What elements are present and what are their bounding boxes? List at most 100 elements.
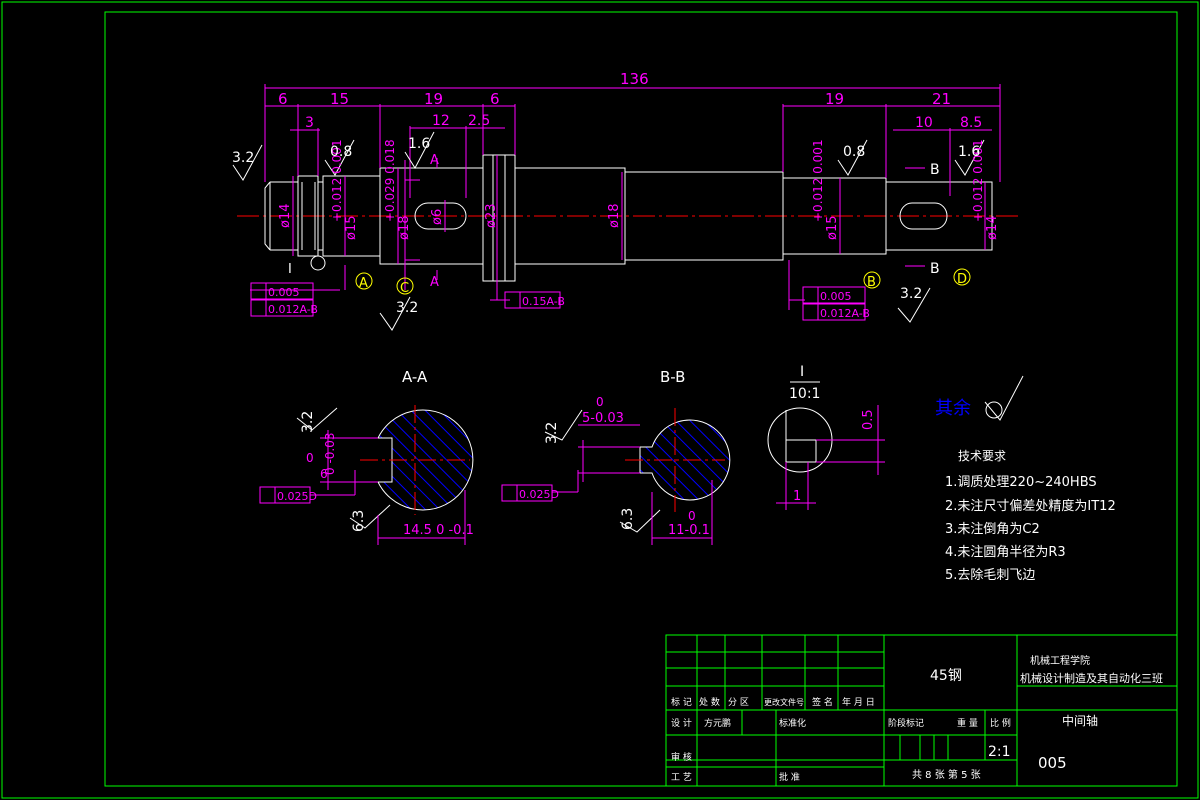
dia-18b: ø18	[607, 204, 622, 229]
tol-bb-sym: 0.025D	[519, 488, 559, 501]
text-layer: 136 6 15 19 6 19 21 3 12 2.5 10 8.5 ø14 …	[232, 70, 1163, 783]
tb-header-4: 更改文件号	[764, 697, 804, 707]
section-aa	[310, 405, 474, 545]
dim-6b: 6	[490, 90, 500, 108]
tol-mid-runout: 0.15A-B	[522, 295, 565, 308]
section-aa-zero: 0	[306, 451, 314, 465]
tech-item-5: 5.去除毛刺飞边	[945, 568, 1035, 583]
tb-class: 机械设计制造及其自动化三班	[1020, 671, 1163, 685]
datum-markers	[310, 255, 971, 295]
tb-approve-label: 批 准	[779, 771, 800, 783]
rough-63a: 6.3	[351, 510, 367, 532]
dim-10: 10	[915, 115, 933, 131]
rough-32a: 3.2	[232, 150, 254, 166]
dim-21: 21	[932, 90, 951, 108]
datum-b: B	[867, 275, 876, 290]
tb-part-name: 中间轴	[1062, 713, 1098, 728]
section-mark-a-bottom: A	[430, 275, 439, 290]
detail-05: 0.5	[861, 409, 876, 430]
dia-14: ø14	[278, 204, 293, 229]
detail-1: 1	[793, 489, 801, 504]
rough-32c: 3.2	[900, 286, 922, 302]
tol-right-round: 0.005	[820, 290, 852, 303]
rough-08b: 0.8	[843, 144, 865, 160]
tb-header-3: 分 区	[728, 697, 749, 708]
tb-school: 机械工程学院	[1030, 654, 1090, 667]
tb-scale: 2:1	[988, 744, 1011, 760]
dia-6: ø6	[430, 209, 445, 225]
tb-header-2: 处 数	[699, 696, 720, 708]
dim-19a: 19	[424, 90, 443, 108]
section-mark-b-bottom: B	[930, 261, 940, 277]
rough-16b: 1.6	[958, 144, 980, 160]
tb-review-label: 审 核	[671, 751, 692, 763]
tb-header-6: 年 月 日	[842, 696, 875, 708]
section-bb-width: 11-0.1	[668, 523, 710, 538]
tb-material: 45钢	[930, 668, 962, 684]
tb-scale-label: 比 例	[990, 717, 1011, 729]
dia-15a: ø15	[344, 216, 359, 241]
roughness-symbols	[232, 131, 1024, 533]
dim-6a: 6	[278, 90, 288, 108]
section-aa-width: 14.5 0 -0.1	[403, 523, 474, 538]
section-bb-zero: 0	[596, 395, 604, 409]
tb-sheet-info: 共 8 张 第 5 张	[912, 768, 981, 781]
datum-i: I	[288, 262, 292, 277]
detail-scale: 10:1	[789, 386, 820, 402]
datum-a: A	[359, 276, 368, 291]
rough-32e: 3.2	[544, 422, 560, 444]
dia-15b-tol: +0.012 0.001	[811, 139, 825, 222]
rough-32d: 3.2	[300, 411, 316, 433]
rough-63b: 6.3	[620, 508, 636, 530]
tb-designer-name: 方元鹏	[704, 717, 731, 729]
dim-12: 12	[432, 113, 450, 129]
shaft-outline	[264, 154, 993, 282]
tb-drawing-no: 005	[1038, 754, 1067, 772]
dim-15: 15	[330, 90, 349, 108]
section-aa-title: A-A	[402, 368, 428, 386]
detail-title: I	[800, 364, 804, 380]
detail-i	[767, 381, 885, 510]
title-block	[665, 634, 1178, 787]
dim-25: 2.5	[468, 113, 490, 129]
section-bb	[552, 408, 731, 545]
tol-right-runout: 0.012A-B	[820, 307, 870, 320]
tb-standard-label: 标准化	[779, 717, 806, 729]
tech-item-1: 1.调质处理220~240HBS	[945, 475, 1097, 490]
remaining-roughness: 其余	[935, 398, 971, 419]
datum-c: C	[400, 281, 409, 296]
dim-3: 3	[305, 115, 314, 131]
rough-32b: 3.2	[396, 300, 418, 316]
section-aa-depth: 0 -0.03	[323, 433, 337, 476]
rough-08a: 0.8	[330, 144, 352, 160]
section-bb-depth: 5-0.03	[582, 411, 624, 426]
tolerance-frames	[250, 282, 866, 504]
dim-85: 8.5	[960, 115, 982, 131]
tech-item-4: 4.未注圆角半径为R3	[945, 545, 1066, 560]
tb-weight-label: 重 量	[957, 717, 978, 729]
datum-d: D	[957, 272, 967, 287]
tb-header-1: 标 记	[671, 696, 692, 708]
dim-overall: 136	[620, 70, 649, 88]
section-mark-a-top: A	[430, 153, 439, 168]
tb-header-5: 签 名	[812, 696, 833, 708]
dia-15a-tol: +0.012 0.001	[330, 139, 344, 222]
tb-process-label: 工 艺	[671, 772, 692, 783]
dia-14b-tol: +0.012 0.001	[971, 139, 985, 222]
tol-aa-sym: 0.025D	[277, 490, 317, 503]
dia-14b: ø14	[985, 216, 1000, 241]
rough-16a: 1.6	[408, 136, 430, 152]
tech-item-2: 2.未注尺寸偏差处精度为IT12	[945, 498, 1116, 514]
tb-stage-label: 阶段标记	[888, 717, 924, 729]
inner-border	[104, 11, 1178, 787]
dia-15b: ø15	[825, 216, 840, 241]
dia-18a: ø18	[397, 216, 412, 241]
tech-item-3: 3.未注倒角为C2	[945, 522, 1040, 537]
section-bb-title: B-B	[660, 368, 685, 386]
section-aa-six: 6	[320, 467, 328, 481]
dia-23: ø23	[484, 204, 499, 229]
section-bb-zero2: 0	[688, 509, 696, 523]
tb-designer-label: 设 计	[671, 717, 692, 729]
